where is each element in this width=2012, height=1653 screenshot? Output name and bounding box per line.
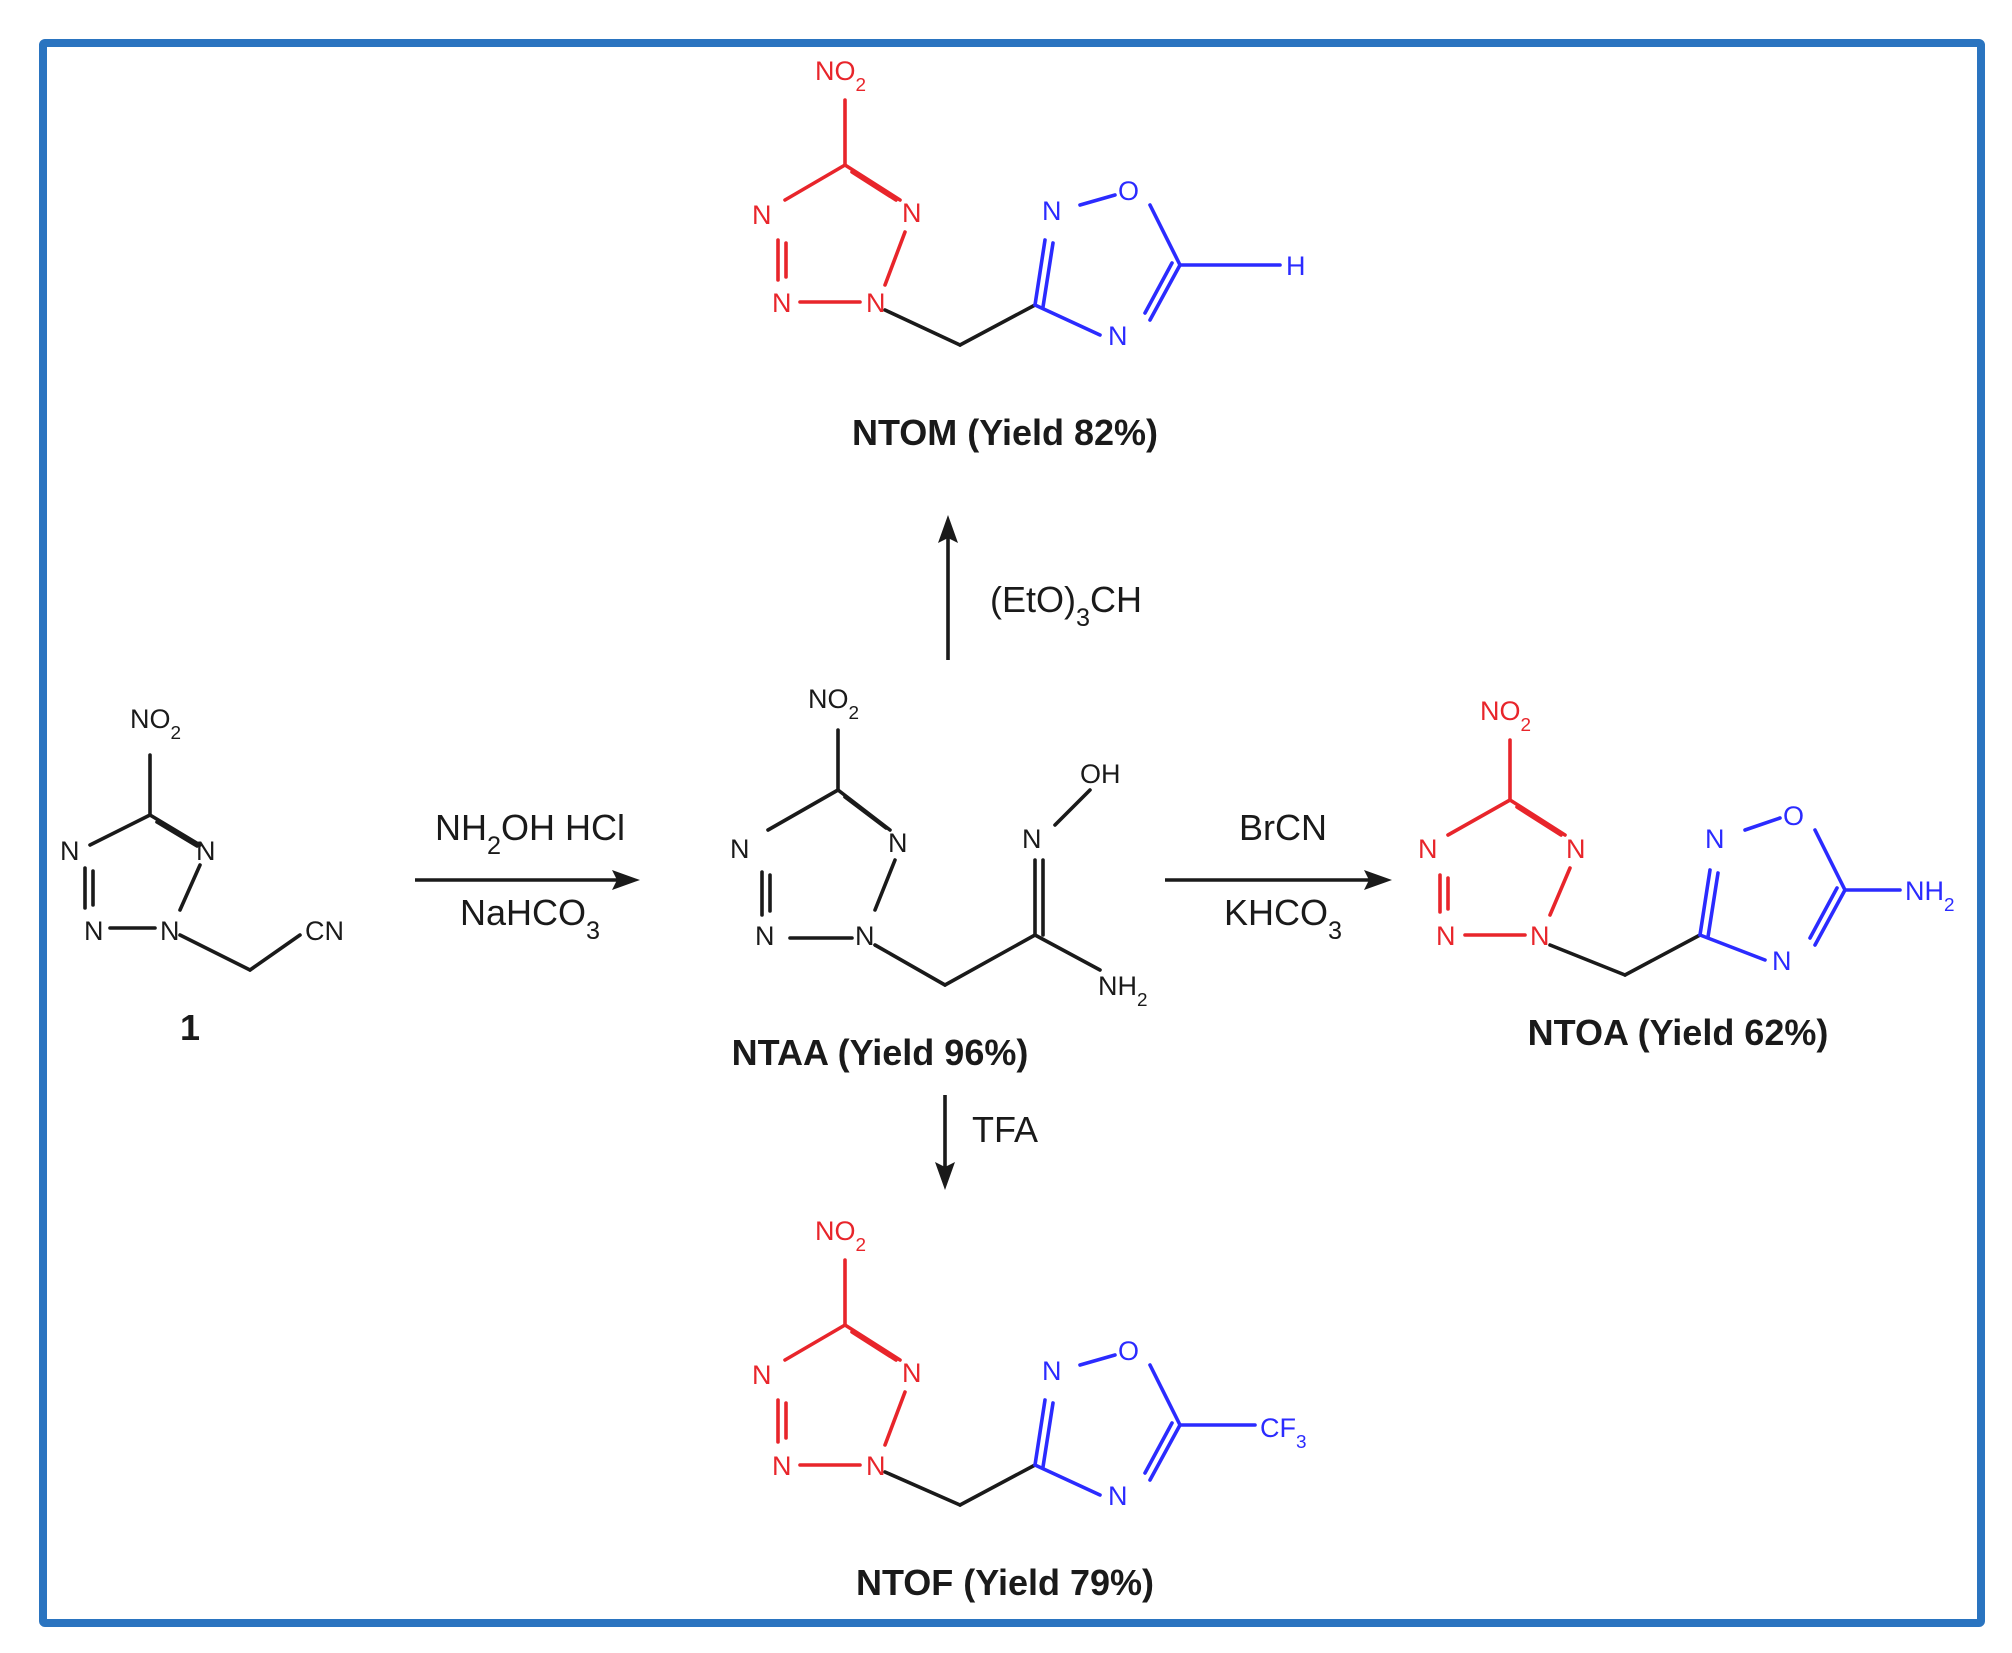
nitrogen-atom: N xyxy=(1436,921,1456,951)
arrow-ntaa-to-ntom xyxy=(938,515,958,660)
compound-1-structure: NO2 N N N N CN xyxy=(60,704,344,972)
oxygen-atom: O xyxy=(1783,801,1804,831)
reagent-triethyl-orthoformate: (EtO)3CH xyxy=(990,579,1142,632)
reagent-potassium-bicarbonate: KHCO3 xyxy=(1224,892,1342,945)
ntaa-structure: NO2 N N N N N OH NH2 xyxy=(730,684,1148,1011)
reagent-trifluoroacetic-acid: TFA xyxy=(972,1109,1038,1150)
ntom-label: NTOM (Yield 82%) xyxy=(852,412,1158,453)
nitrogen-atom: N xyxy=(160,916,180,946)
nitrogen-atom: N xyxy=(1418,834,1438,864)
amine-group-ntaa: NH2 xyxy=(1098,971,1148,1011)
nitrogen-atom: N xyxy=(730,834,750,864)
nitrogen-atom: N xyxy=(1772,946,1792,976)
reagent-cyanogen-bromide: BrCN xyxy=(1239,807,1327,848)
nitrogen-atom: N xyxy=(755,921,775,951)
ntoa-amine: NH2 xyxy=(1905,876,1955,916)
nitrogen-atom: N xyxy=(752,200,772,230)
scheme-frame xyxy=(39,39,1985,1627)
nitrogen-atom: N xyxy=(84,916,104,946)
reagent-hydroxylamine: NH2OH HCl xyxy=(435,807,625,860)
arrow-ntaa-to-ntoa xyxy=(1165,870,1392,890)
nitrogen-atom: N xyxy=(60,836,80,866)
ntom-hydrogen: H xyxy=(1286,251,1306,281)
ntof-trifluoromethyl: CF3 xyxy=(1260,1413,1307,1453)
compound-1-label: 1 xyxy=(180,1007,200,1048)
nitrogen-atom: N xyxy=(1042,196,1062,226)
nitrogen-atom: N xyxy=(902,1358,922,1388)
nitrile-group: CN xyxy=(305,916,344,946)
nitrogen-atom: N xyxy=(1530,921,1550,951)
nitrogen-atom: N xyxy=(902,198,922,228)
oxygen-atom: O xyxy=(1118,176,1139,206)
nitrogen-atom: N xyxy=(866,1451,886,1481)
nitrogen-atom: N xyxy=(1108,1481,1128,1511)
arrow-ntaa-to-ntof xyxy=(935,1095,955,1190)
nitrogen-atom: N xyxy=(196,836,216,866)
nitrogen-atom: N xyxy=(888,828,908,858)
ntom-structure: NO2 N N N N N O N H xyxy=(752,56,1306,351)
ntof-label: NTOF (Yield 79%) xyxy=(856,1562,1154,1603)
nitrogen-atom: N xyxy=(1042,1356,1062,1386)
nitro-group-1: NO2 xyxy=(130,704,181,744)
oxime-nitrogen: N xyxy=(1022,824,1042,854)
ntoa-structure: NO2 N N N N N O N NH2 xyxy=(1418,696,1955,977)
nitrogen-atom: N xyxy=(772,1451,792,1481)
nitro-group-ntof: NO2 xyxy=(815,1216,866,1256)
nitrogen-atom: N xyxy=(1566,834,1586,864)
nitrogen-atom: N xyxy=(855,921,875,951)
ntof-structure: NO2 N N N N N O N CF3 xyxy=(752,1216,1307,1511)
arrow-1-to-ntaa xyxy=(415,870,640,890)
ntoa-label: NTOA (Yield 62%) xyxy=(1528,1012,1829,1053)
ntaa-label: NTAA (Yield 96%) xyxy=(732,1032,1029,1073)
nitrogen-atom: N xyxy=(772,288,792,318)
nitrogen-atom: N xyxy=(1705,824,1725,854)
nitrogen-atom: N xyxy=(752,1360,772,1390)
nitrogen-atom: N xyxy=(1108,321,1128,351)
hydroxyl-group: OH xyxy=(1080,759,1121,789)
nitro-group-ntaa: NO2 xyxy=(808,684,859,724)
nitrogen-atom: N xyxy=(866,288,886,318)
nitro-group-ntoa: NO2 xyxy=(1480,696,1531,736)
reagent-sodium-bicarbonate: NaHCO3 xyxy=(460,892,600,945)
oxygen-atom: O xyxy=(1118,1336,1139,1366)
nitro-group-ntom: NO2 xyxy=(815,56,866,96)
